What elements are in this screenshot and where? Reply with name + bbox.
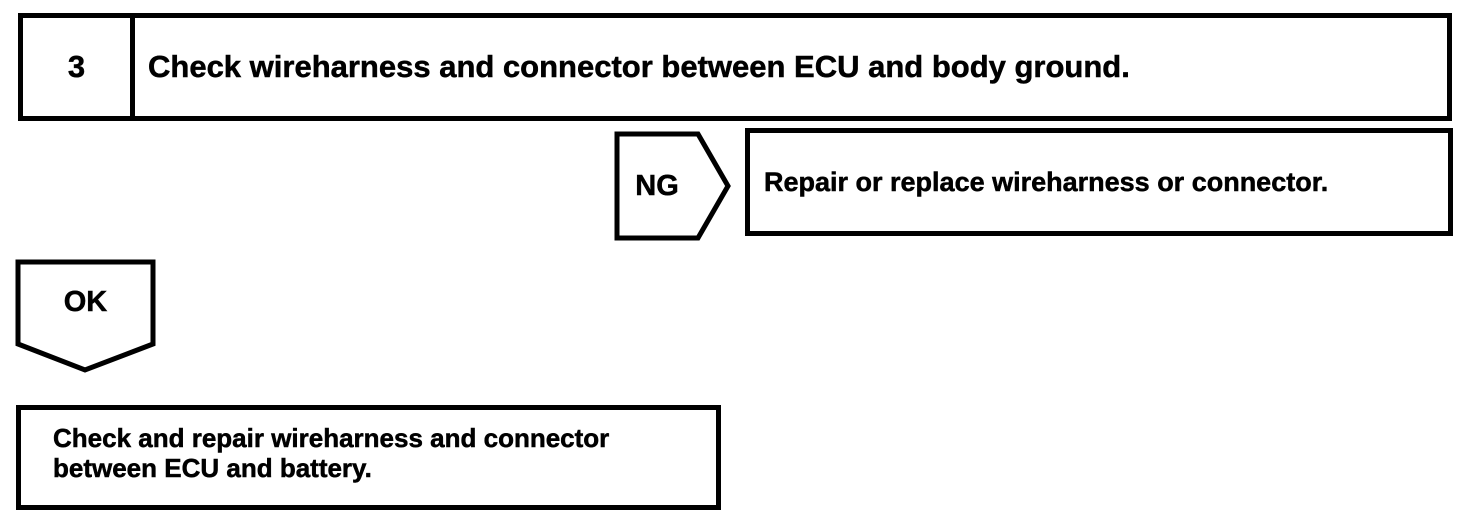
ng-pentagon-icon <box>614 131 731 241</box>
ok-result-box: Check and repair wireharness and connect… <box>16 405 721 510</box>
step-number: 3 <box>23 18 135 116</box>
ok-connector: OK <box>15 259 156 373</box>
step-instruction: Check wireharness and connector between … <box>148 49 1130 85</box>
ng-result-box: Repair or replace wireharness or connect… <box>745 128 1453 236</box>
ok-pentagon-icon <box>15 259 156 373</box>
ng-connector-label: NG <box>635 169 679 202</box>
ng-connector: NG <box>614 131 732 241</box>
step-box: 3 Check wireharness and connector betwee… <box>18 13 1452 121</box>
ok-connector-label: OK <box>63 285 108 318</box>
